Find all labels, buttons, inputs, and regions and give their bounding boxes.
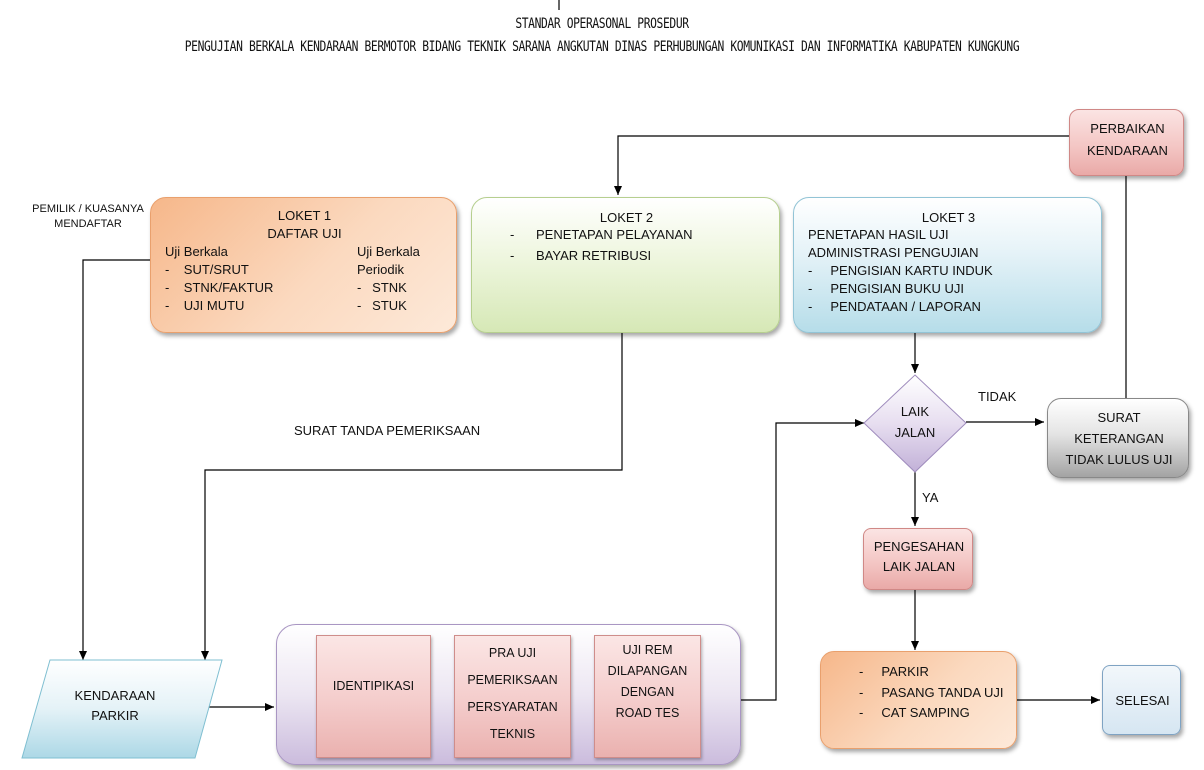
pemilik-label-line2: MENDAFTAR: [54, 218, 122, 230]
surat-ket-line3: TIDAK LULUS UJI: [1065, 452, 1173, 467]
loket3-line: PENETAPAN HASIL UJI: [808, 227, 949, 242]
kendaraan-parkir-shape: [21, 659, 223, 759]
loket1-col2-head2: Periodik: [357, 262, 404, 277]
pemilik-label: PEMILIK / KUASANYA MENDAFTAR: [30, 203, 146, 230]
arrow-perbaikan-to-loket2: [614, 135, 1069, 195]
pemilik-label-line1: PEMILIK / KUASANYA: [32, 203, 144, 215]
final-item: - CAT SAMPING: [859, 705, 970, 720]
loket1-col2-item: - STUK: [357, 298, 407, 313]
surat-keterangan-box: SURAT KETERANGAN TIDAK LULUS UJI: [1047, 398, 1189, 478]
identipikasi-box: IDENTIPIKASI: [316, 635, 431, 758]
laik-jalan-diamond: [863, 374, 967, 473]
final-box: - PARKIR - PASANG TANDA UJI - CAT SAMPIN…: [820, 651, 1017, 749]
uji-rem-line: UJI REM: [622, 643, 673, 657]
selesai-label: SELESAI: [1115, 693, 1170, 708]
page-title: STANDAR OPERASONAL PROSEDUR: [515, 16, 689, 32]
loket2-item: - PENETAPAN PELAYANAN: [510, 227, 693, 242]
selesai-box: SELESAI: [1102, 665, 1181, 735]
loket3-item: - PENGISIAN KARTU INDUK: [808, 263, 993, 278]
final-item: - PASANG TANDA UJI: [859, 685, 1004, 700]
pra-uji-line: PRA UJI: [488, 646, 537, 660]
loket1-title: LOKET 1: [277, 208, 332, 223]
pengesahan-line2: LAIK JALAN: [882, 559, 956, 574]
loket3-line: ADMINISTRASI PENGUJIAN: [808, 245, 979, 260]
uji-rem-box: UJI REM DILAPANGAN DENGAN ROAD TES: [594, 635, 701, 758]
surat-tanda-label: SURAT TANDA PEMERIKSAAN: [294, 423, 481, 438]
perbaikan-line2: KENDARAAN: [1087, 143, 1168, 158]
arrow-loket1-to-kendaraan: [79, 259, 150, 660]
kendaraan-line1: KENDARAAN: [74, 688, 156, 703]
pengesahan-box: PENGESAHAN LAIK JALAN: [863, 528, 973, 590]
process-container: IDENTIPIKASI PRA UJI PEMERIKSAAN PERSYAR…: [276, 624, 741, 765]
final-item: - PARKIR: [859, 664, 929, 679]
tidak-label: TIDAK: [978, 389, 1017, 404]
uji-rem-line: ROAD TES: [615, 706, 680, 720]
kendaraan-line2: PARKIR: [91, 708, 139, 723]
loket1-col1-item: - STNK/FAKTUR: [165, 280, 274, 295]
page-subtitle: PENGUJIAN BERKALA KENDARAAN BERMOTOR BID…: [184, 39, 1020, 55]
loket2-box: LOKET 2 - PENETAPAN PELAYANAN - BAYAR RE…: [471, 197, 780, 333]
identipikasi-label: IDENTIPIKASI: [332, 679, 415, 693]
pra-uji-line: PEMERIKSAAN: [467, 673, 558, 687]
loket1-box: LOKET 1 DAFTAR UJI Uji Berkala - SUT/SRU…: [150, 197, 457, 333]
perbaikan-box: PERBAIKAN KENDARAAN: [1069, 109, 1184, 176]
uji-rem-line: DILAPANGAN: [607, 664, 688, 678]
pra-uji-line: TEKNIS: [489, 727, 536, 741]
loket1-col2-head: Uji Berkala: [357, 244, 420, 259]
loket2-title: LOKET 2: [599, 210, 654, 225]
arrow-loket2-to-kendaraan: [201, 333, 623, 660]
perbaikan-line1: PERBAIKAN: [1090, 121, 1165, 136]
pengesahan-line1: PENGESAHAN: [873, 539, 965, 554]
pra-uji-line: PERSYARATAN: [467, 700, 558, 714]
arrow-process-to-decision: [741, 419, 864, 701]
decision-line1: LAIK: [900, 404, 930, 419]
loket3-box: LOKET 3 PENETAPAN HASIL UJI ADMINISTRASI…: [793, 197, 1102, 333]
loket2-item: - BAYAR RETRIBUSI: [510, 248, 652, 263]
uji-rem-line: DENGAN: [620, 685, 675, 699]
pra-uji-box: PRA UJI PEMERIKSAAN PERSYARATAN TEKNIS: [454, 635, 571, 758]
surat-ket-line2: KETERANGAN: [1074, 431, 1164, 446]
loket1-col1-item: - UJI MUTU: [165, 298, 245, 313]
loket1-subtitle: DAFTAR UJI: [267, 226, 342, 241]
loket3-item: - PENDATAAN / LAPORAN: [808, 299, 981, 314]
loket3-item: - PENGISIAN BUKU UJI: [808, 281, 965, 296]
loket1-col2-item: - STNK: [357, 280, 407, 295]
loket1-col1-item: - SUT/SRUT: [165, 262, 249, 277]
loket3-title: LOKET 3: [921, 210, 976, 225]
surat-ket-line1: SURAT: [1097, 410, 1141, 425]
decision-line2: JALAN: [894, 425, 936, 440]
loket1-col1-head: Uji Berkala: [165, 244, 228, 259]
ya-label: YA: [922, 490, 939, 505]
